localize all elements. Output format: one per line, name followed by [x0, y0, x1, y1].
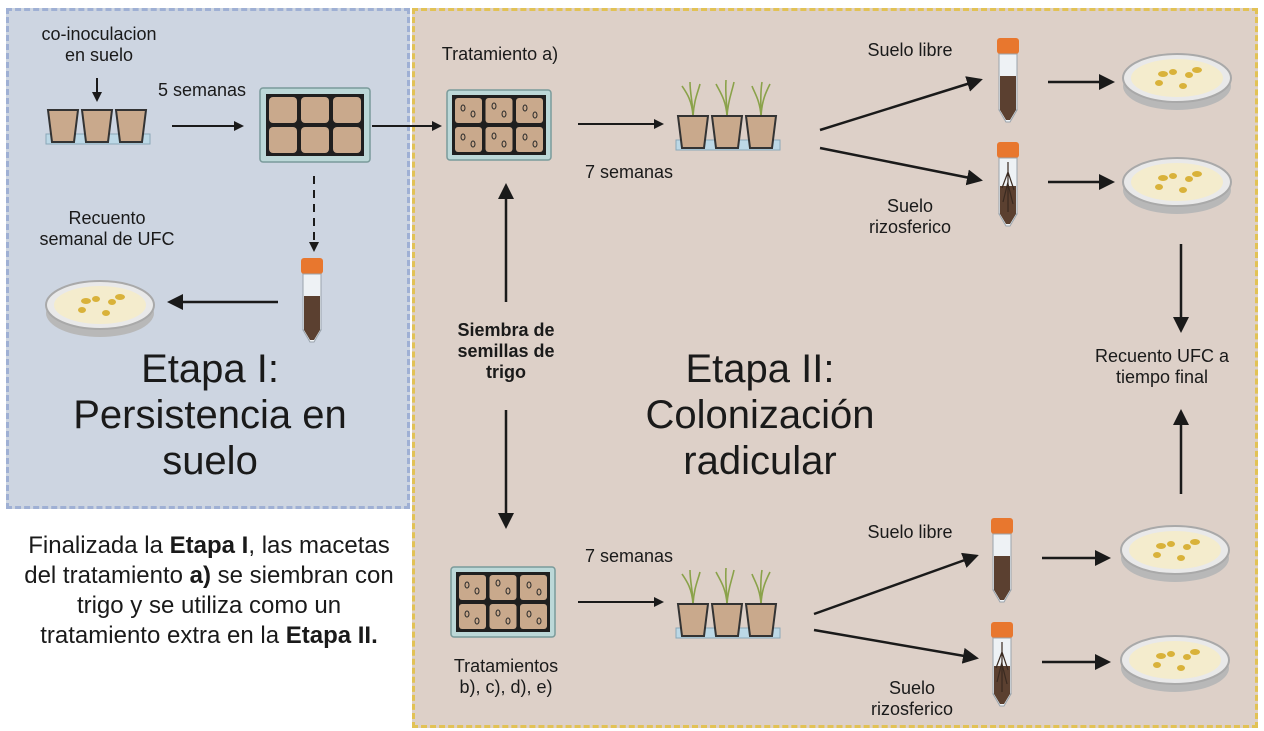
plants-in-pots-icon [675, 567, 781, 639]
rhizo-bottom-line1: Suelo [888, 678, 936, 698]
petri-dish-icon [45, 280, 155, 338]
petri-dish-icon [1120, 635, 1230, 693]
rhizo-top-label: Suelo rizosferico [848, 196, 972, 238]
sowing-line2: semillas de [457, 341, 555, 361]
sowing-label: Siembra de semillas de trigo [440, 320, 572, 383]
pots-icon [45, 109, 151, 145]
plants-in-pots-icon [675, 79, 781, 151]
weeks7-bottom-label: 7 semanas [584, 546, 674, 566]
stage2-title-line3: radicular [683, 439, 837, 483]
treatments-bcde-line1: Tratamientos [453, 656, 559, 676]
falcon-tube-icon [990, 621, 1014, 707]
coinoculation-line1: co-inoculacion [41, 24, 157, 44]
falcon-tube-icon [990, 517, 1014, 603]
note-text-2: , las macetas del tratamiento [24, 532, 390, 589]
note-text-1: Finalizada la [28, 532, 170, 559]
stage2-title: Etapa II: Colonización radicular [600, 346, 920, 484]
petri-dish-icon [1120, 525, 1230, 583]
petri-dish-icon [1122, 157, 1232, 215]
stage1-title-line3: suelo [162, 439, 258, 483]
weekly-count-line2: semanal de UFC [39, 229, 175, 249]
note-bold-treatment: a) [189, 562, 211, 589]
stage1-title: Etapa I: Persistencia en suelo [30, 346, 390, 484]
falcon-tube-icon [996, 37, 1020, 123]
coinoculation-line2: en suelo [64, 45, 134, 65]
note-text-3: se siembran con trigo y se utiliza como … [40, 562, 394, 649]
sowing-line1: Siembra de [457, 320, 555, 340]
coinoculation-label: co-inoculacion en suelo [24, 24, 174, 66]
stage1-title-line2: Persistencia en [73, 393, 347, 437]
seed-tray-icon [446, 89, 552, 161]
petri-dish-icon [1122, 53, 1232, 111]
weekly-count-label: Recuento semanal de UFC [22, 208, 192, 250]
rhizo-top-line1: Suelo [886, 196, 934, 216]
sowing-line3: trigo [486, 362, 526, 382]
treatment-a-label: Tratamiento a) [441, 44, 559, 64]
stage-note: Finalizada la Etapa I, las macetas del t… [18, 531, 400, 651]
weeks5-label: 5 semanas [157, 80, 247, 100]
rhizo-bottom-label: Suelo rizosferico [850, 678, 974, 720]
weekly-count-line1: Recuento [68, 208, 146, 228]
final-count-label: Recuento UFC a tiempo final [1072, 346, 1252, 388]
stage2-title-line2: Colonización [645, 393, 875, 437]
note-bold-stage1: Etapa I [169, 532, 249, 559]
seed-tray-icon [450, 566, 556, 638]
final-count-line2: tiempo final [1115, 367, 1209, 387]
rhizo-top-line2: rizosferico [868, 217, 952, 237]
stage2-title-line1: Etapa II: [685, 347, 835, 391]
falcon-tube-icon [300, 257, 324, 343]
tray-icon [259, 87, 371, 163]
stage1-title-line1: Etapa I: [141, 347, 279, 391]
final-count-line1: Recuento UFC a [1094, 346, 1230, 366]
falcon-tube-icon [996, 141, 1020, 227]
rhizo-bottom-line2: rizosferico [870, 699, 954, 719]
free-soil-top-label: Suelo libre [867, 40, 953, 60]
arrows [92, 74, 1189, 670]
weeks7-top-label: 7 semanas [584, 162, 674, 182]
note-bold-stage2: Etapa II. [285, 622, 378, 649]
free-soil-bottom-label: Suelo libre [867, 522, 953, 542]
treatments-bcde-line2: b), c), d), e) [459, 677, 553, 697]
treatments-bcde-label: Tratamientos b), c), d), e) [430, 656, 582, 698]
